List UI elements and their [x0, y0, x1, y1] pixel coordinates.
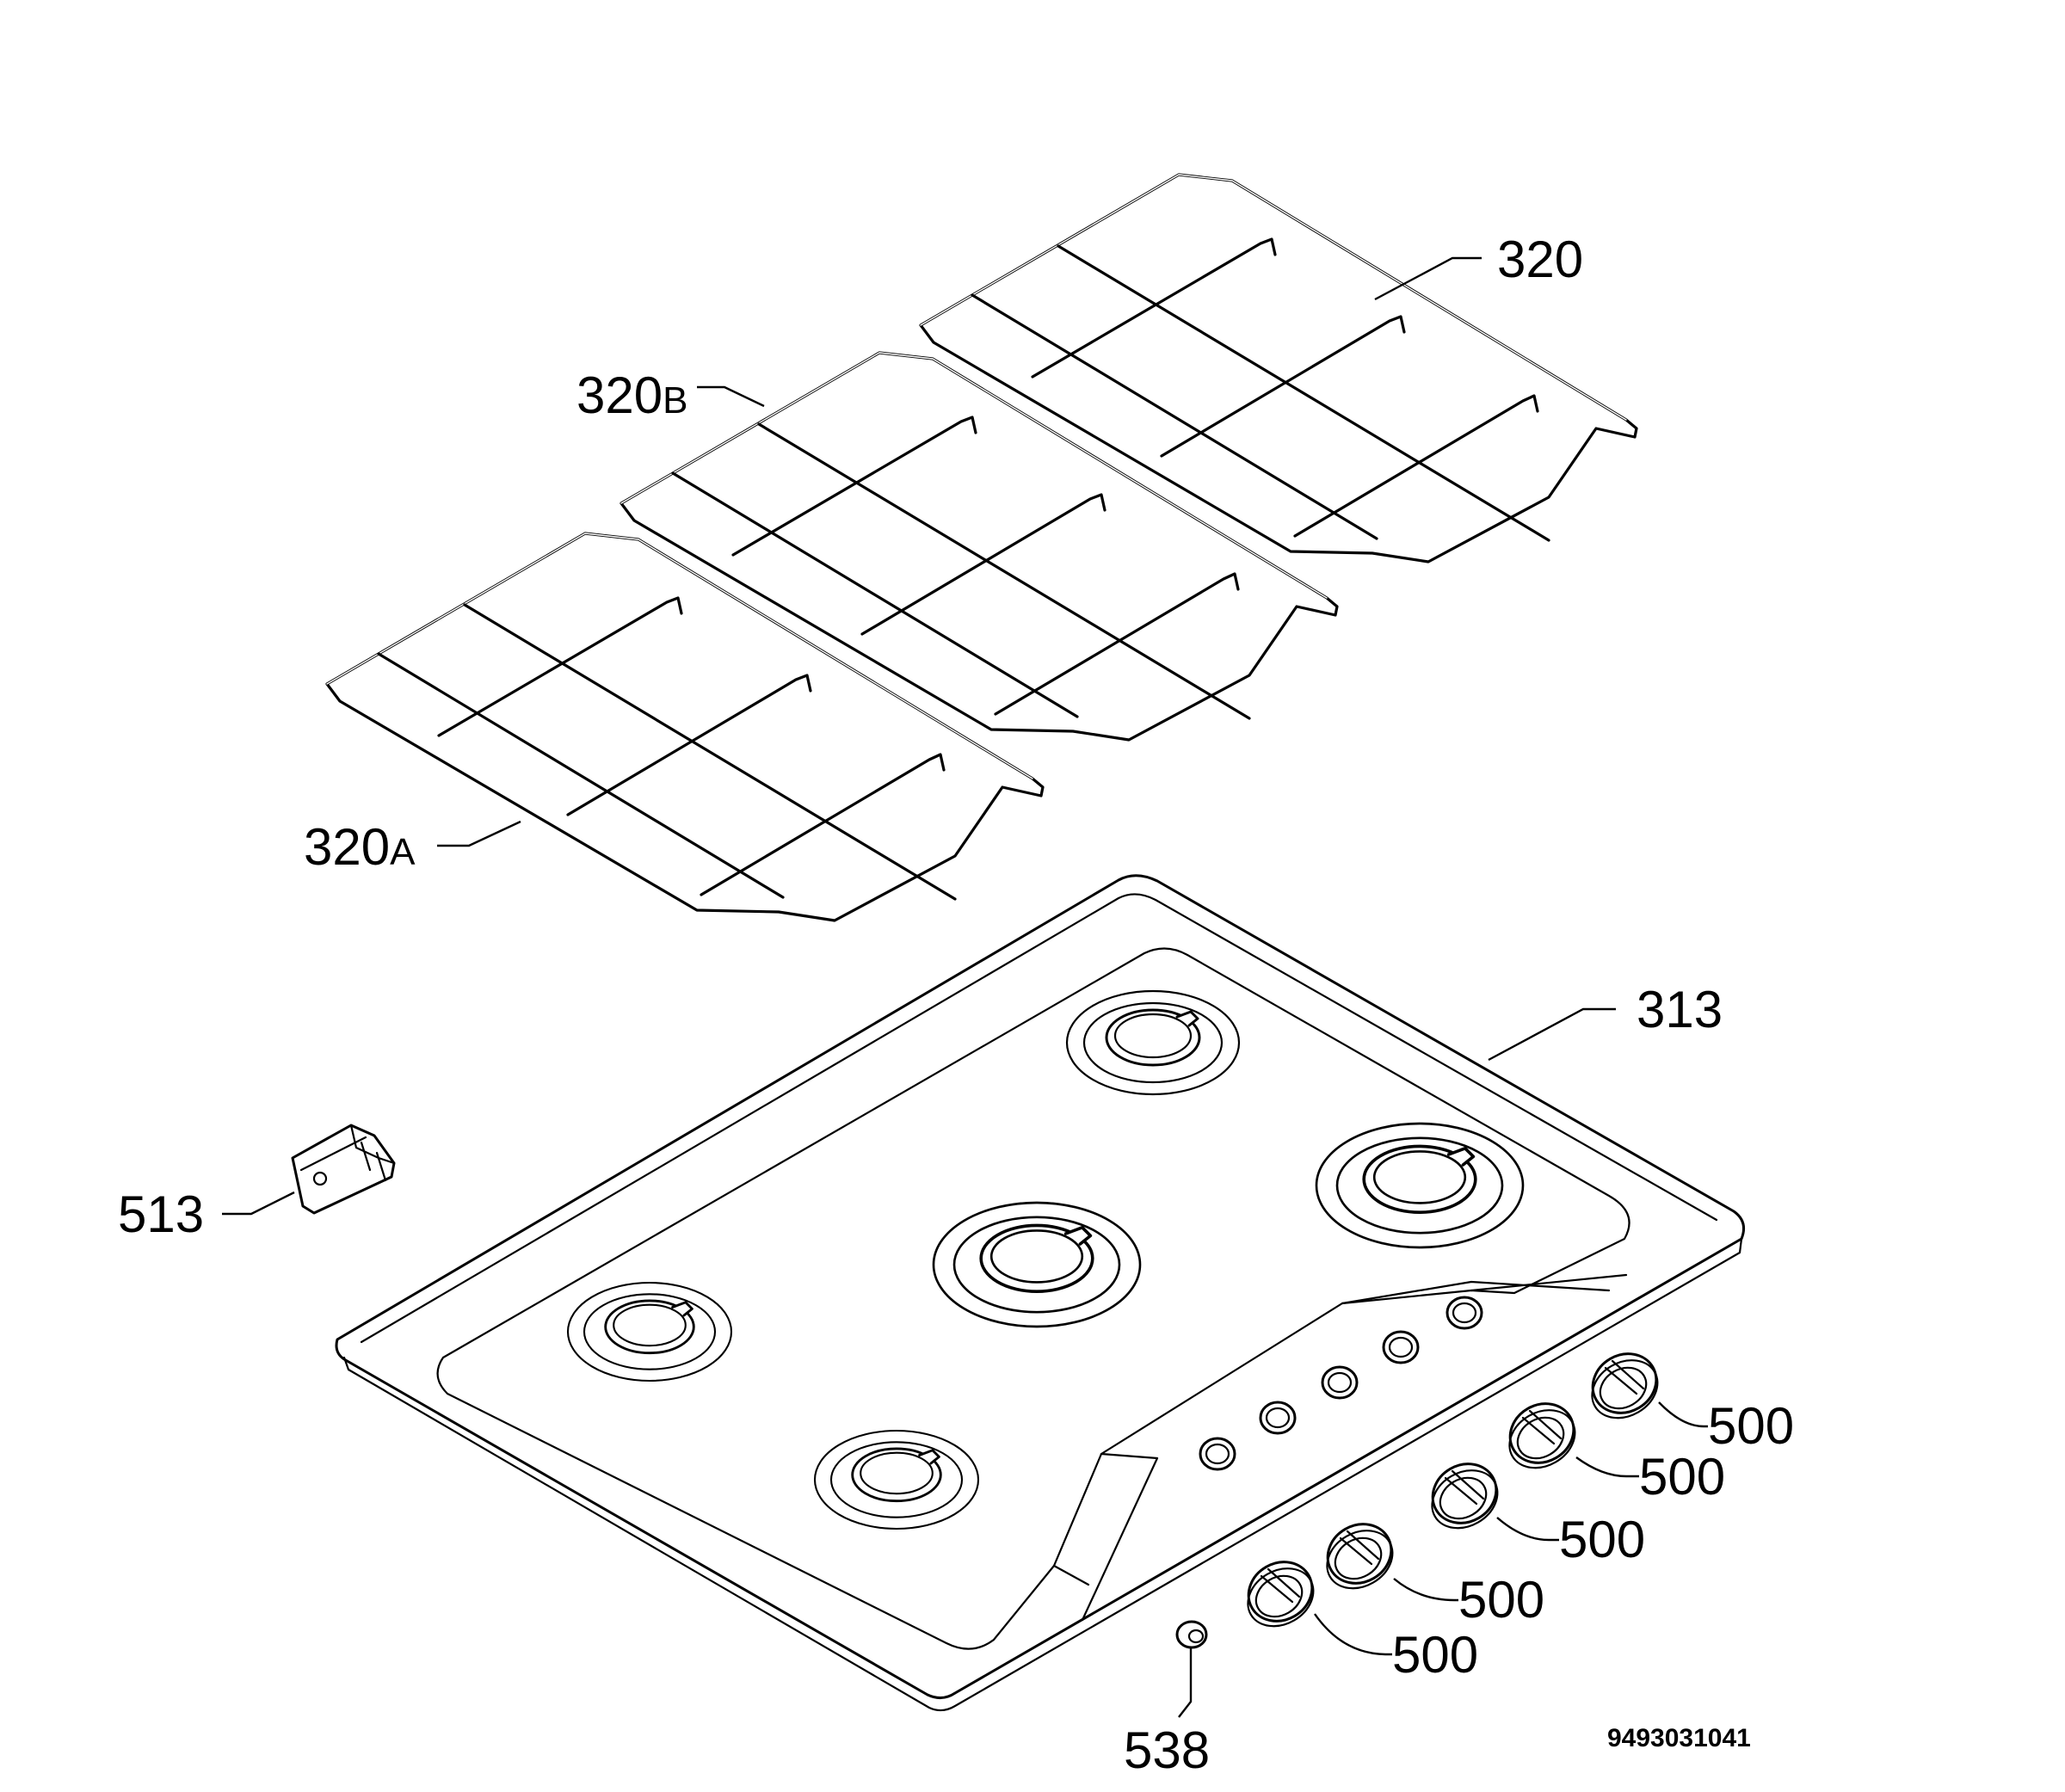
- callout-500-row-5: 500: [1708, 1397, 1794, 1455]
- control-knob-3: [1420, 1450, 1510, 1542]
- fixing-bracket: [291, 1124, 396, 1215]
- document-number: 9493031041: [1607, 1724, 1751, 1752]
- leader-lines: [222, 256, 1708, 1718]
- control-knob-4: [1497, 1390, 1587, 1481]
- callout-513: 513: [118, 1185, 204, 1243]
- callout-500-row-2: 500: [1458, 1571, 1544, 1629]
- pan-support-grate-middle: [620, 351, 1339, 742]
- callout-538: 538: [1124, 1721, 1210, 1779]
- callout-500-row-1: 500: [1392, 1626, 1478, 1684]
- callout-500-row-3: 500: [1559, 1511, 1645, 1568]
- callout-320: 320: [1497, 231, 1583, 288]
- spacer-bush: [1175, 1620, 1208, 1649]
- callout-320a: 320A: [304, 818, 416, 876]
- control-knob-1: [1236, 1549, 1326, 1640]
- callout-313: 313: [1637, 981, 1723, 1038]
- control-knob-5: [1580, 1340, 1670, 1432]
- callout-500-row-4: 500: [1639, 1448, 1725, 1506]
- control-knob-2: [1315, 1511, 1405, 1602]
- knob-holes: [1199, 1296, 1483, 1471]
- callout-320b: 320B: [576, 366, 687, 424]
